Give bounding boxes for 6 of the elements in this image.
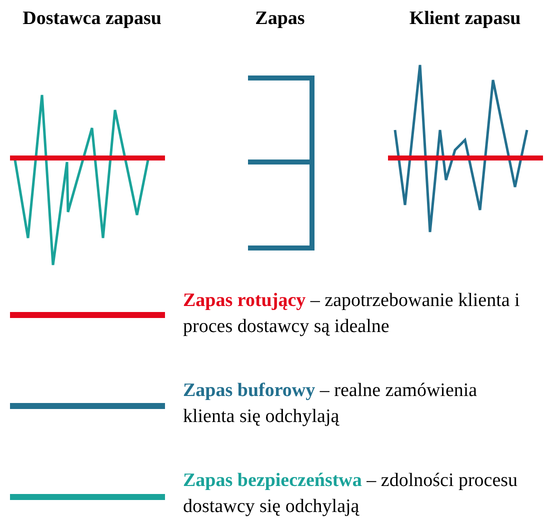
legend-text: Zapas rotujący – zapotrzebowanie klienta i proces dostawcy są idealne <box>183 289 521 339</box>
column-heading: Dostawca zapasu <box>22 8 162 30</box>
legend-text: Zapas buforowy – realne zamówienia klienta się odchylają <box>183 379 478 429</box>
legend-text: Zapas bezpieczeństwa – zdolności procesu dostawcy się odchylają <box>183 469 519 519</box>
column-heading: Klient zapasu <box>409 8 521 30</box>
column-heading: Zapas <box>255 8 305 30</box>
